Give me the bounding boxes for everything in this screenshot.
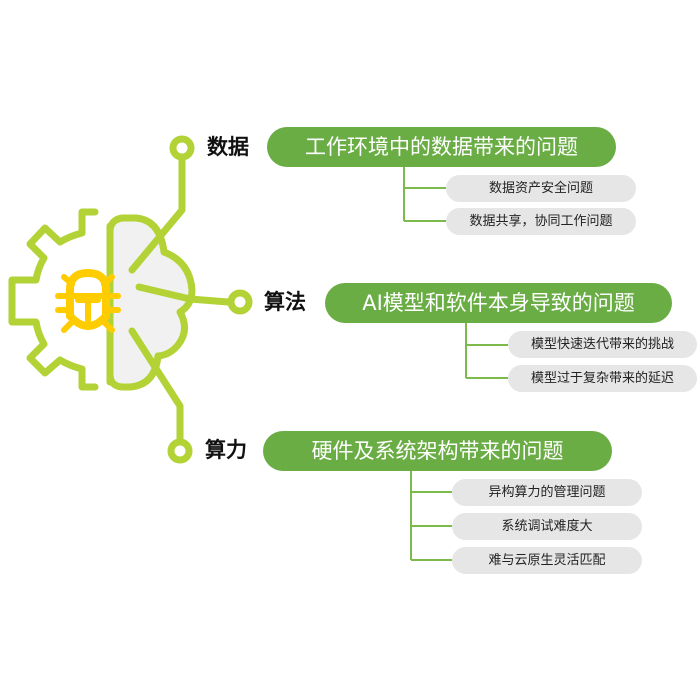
category-label-data: 数据	[207, 135, 249, 159]
tree-line-compute	[410, 470, 452, 561]
bug-icon	[55, 268, 121, 333]
cloud-brain-icon	[106, 214, 196, 391]
connector-line-algorithm	[135, 283, 232, 306]
main-topic-algorithm[interactable]: AI模型和软件本身导致的问题	[325, 283, 672, 323]
main-topic-compute[interactable]: 硬件及系统架构带来的问题	[263, 431, 612, 471]
node-compute	[167, 438, 193, 464]
tree-line-data	[403, 167, 446, 222]
node-data	[169, 135, 195, 161]
subtopic-data-2[interactable]: 数据共享，协同工作问题	[446, 208, 636, 235]
tree-line-algorithm	[465, 323, 508, 379]
main-topic-data[interactable]: 工作环境中的数据带来的问题	[267, 127, 616, 167]
connector-line-compute	[128, 327, 184, 443]
subtopic-algorithm-2[interactable]: 模型过于复杂带来的延迟	[508, 365, 697, 392]
gear-icon	[8, 208, 99, 391]
node-algorithm	[227, 289, 253, 315]
subtopic-compute-3[interactable]: 难与云原生灵活匹配	[452, 547, 642, 574]
connector-line-data	[128, 156, 186, 274]
category-label-algorithm: 算法	[264, 290, 306, 314]
category-label-compute: 算力	[205, 438, 247, 462]
subtopic-compute-2[interactable]: 系统调试难度大	[452, 513, 642, 540]
subtopic-compute-1[interactable]: 异构算力的管理问题	[452, 479, 642, 506]
subtopic-algorithm-1[interactable]: 模型快速迭代带来的挑战	[508, 331, 697, 358]
subtopic-data-1[interactable]: 数据资产安全问题	[446, 175, 636, 202]
